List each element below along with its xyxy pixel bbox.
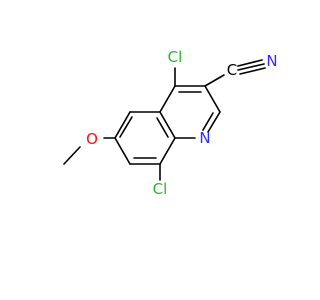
bond-nitrile-2 bbox=[237, 63, 265, 71]
bond-c5-c6 bbox=[114, 111, 131, 139]
bond-c4a-c4 bbox=[159, 85, 176, 113]
bond-c8a-c4a bbox=[159, 111, 176, 139]
bond-c3-cnitrile bbox=[204, 74, 225, 87]
atom-cl-top: Cl bbox=[168, 48, 183, 66]
bond-c6-c7 bbox=[114, 137, 131, 165]
bond-c3-c2 bbox=[204, 85, 221, 113]
bond-c6-c6-inner bbox=[119, 116, 133, 138]
bond-nitrile-3 bbox=[239, 67, 266, 75]
bond-c2-n1-inner bbox=[202, 112, 214, 131]
atom-n-nitrile: N bbox=[266, 52, 277, 70]
atom-c-nitrile: C bbox=[227, 61, 237, 79]
bond-c8a-c4a-inner bbox=[156, 117, 169, 138]
bond-nitrile-1 bbox=[237, 59, 263, 67]
atom-cl-bottom: Cl bbox=[153, 180, 168, 198]
atom-oxygen: O bbox=[86, 130, 98, 148]
bond-c2-n1 bbox=[207, 111, 221, 133]
bond-c8-c8a bbox=[159, 137, 176, 165]
bond-o-methyl bbox=[63, 146, 81, 165]
atom-n-ring: N bbox=[199, 129, 210, 147]
molecule-diagram: Cl C N N O Cl bbox=[63, 48, 278, 198]
structure-canvas: Cl C N N O Cl bbox=[63, 48, 278, 198]
